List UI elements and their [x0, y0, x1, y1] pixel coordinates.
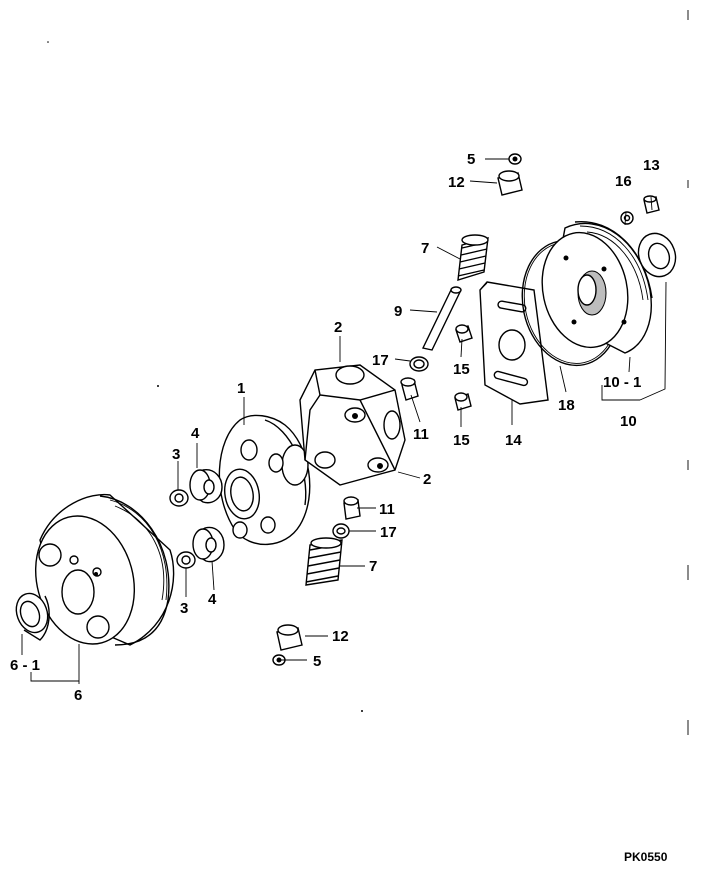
label-part-3-upper: 3: [172, 446, 180, 463]
spring-7-lower: [305, 537, 343, 586]
nut-15-upper: [455, 324, 473, 343]
label-part-11-lower: 11: [379, 501, 395, 518]
nut-3-lower: [176, 551, 196, 569]
specks: [47, 41, 363, 712]
label-part-15-lower: 15: [453, 432, 470, 449]
leader-lines: [21, 158, 667, 684]
label-part-18: 18: [558, 397, 575, 414]
nipple-12-upper: [497, 170, 523, 196]
drawing-code: PK0550: [624, 850, 668, 864]
label-part-7-upper: 7: [421, 240, 429, 257]
label-part-5-upper: 5: [467, 151, 475, 168]
label-part-1: 1: [237, 380, 245, 397]
pin-11-lower: [343, 496, 361, 520]
coupling-element: [299, 364, 406, 486]
bushing-4-lower: [192, 526, 225, 563]
washer-17-upper: [409, 356, 429, 372]
bushing-4-upper: [189, 469, 223, 504]
label-part-13: 13: [643, 157, 660, 174]
label-part-6: 6: [74, 687, 82, 704]
cap-5-upper: [508, 153, 522, 165]
drum-housing: [34, 493, 175, 646]
nut-3-upper: [169, 489, 189, 507]
label-part-6-1: 6 - 1: [10, 657, 40, 674]
label-part-7-lower: 7: [369, 558, 377, 575]
label-part-12-lower: 12: [332, 628, 349, 645]
label-part-5-lower: 5: [313, 653, 321, 670]
label-part-12-upper: 12: [448, 174, 465, 191]
label-part-9: 9: [394, 303, 402, 320]
label-part-10-1: 10 - 1: [603, 374, 641, 391]
label-part-4-lower: 4: [208, 591, 217, 608]
label-part-4-upper: 4: [191, 425, 200, 442]
nut-15-lower: [454, 392, 472, 411]
pin-11-upper: [400, 377, 419, 401]
label-part-16: 16: [615, 173, 632, 190]
callout-labels: 1 2 2 3 3 4 4 5 5 6 6 - 1 7 7 9 10 10 - …: [10, 151, 668, 864]
rod-9: [421, 286, 462, 351]
washer-17-lower: [332, 523, 350, 539]
label-part-2-lower: 2: [423, 471, 431, 488]
oil-seal-6-1: [15, 592, 50, 641]
coupling-flange: [218, 414, 311, 546]
label-part-2-upper: 2: [334, 319, 342, 336]
label-part-10: 10: [620, 413, 637, 430]
label-part-15-upper: 15: [453, 361, 470, 378]
oil-seal-10-1: [637, 232, 677, 278]
label-part-17-upper: 17: [372, 352, 389, 369]
plate-14: [479, 281, 549, 405]
washer-16: [620, 211, 634, 225]
spring-7-upper: [457, 234, 489, 281]
pump-housing-10: [541, 221, 653, 354]
cap-5-lower: [272, 654, 286, 666]
label-part-11-upper: 11: [413, 426, 429, 443]
nipple-12-lower: [276, 624, 303, 651]
label-part-3-lower: 3: [180, 600, 188, 617]
label-part-17-lower: 17: [380, 524, 397, 541]
label-part-14: 14: [505, 432, 522, 449]
